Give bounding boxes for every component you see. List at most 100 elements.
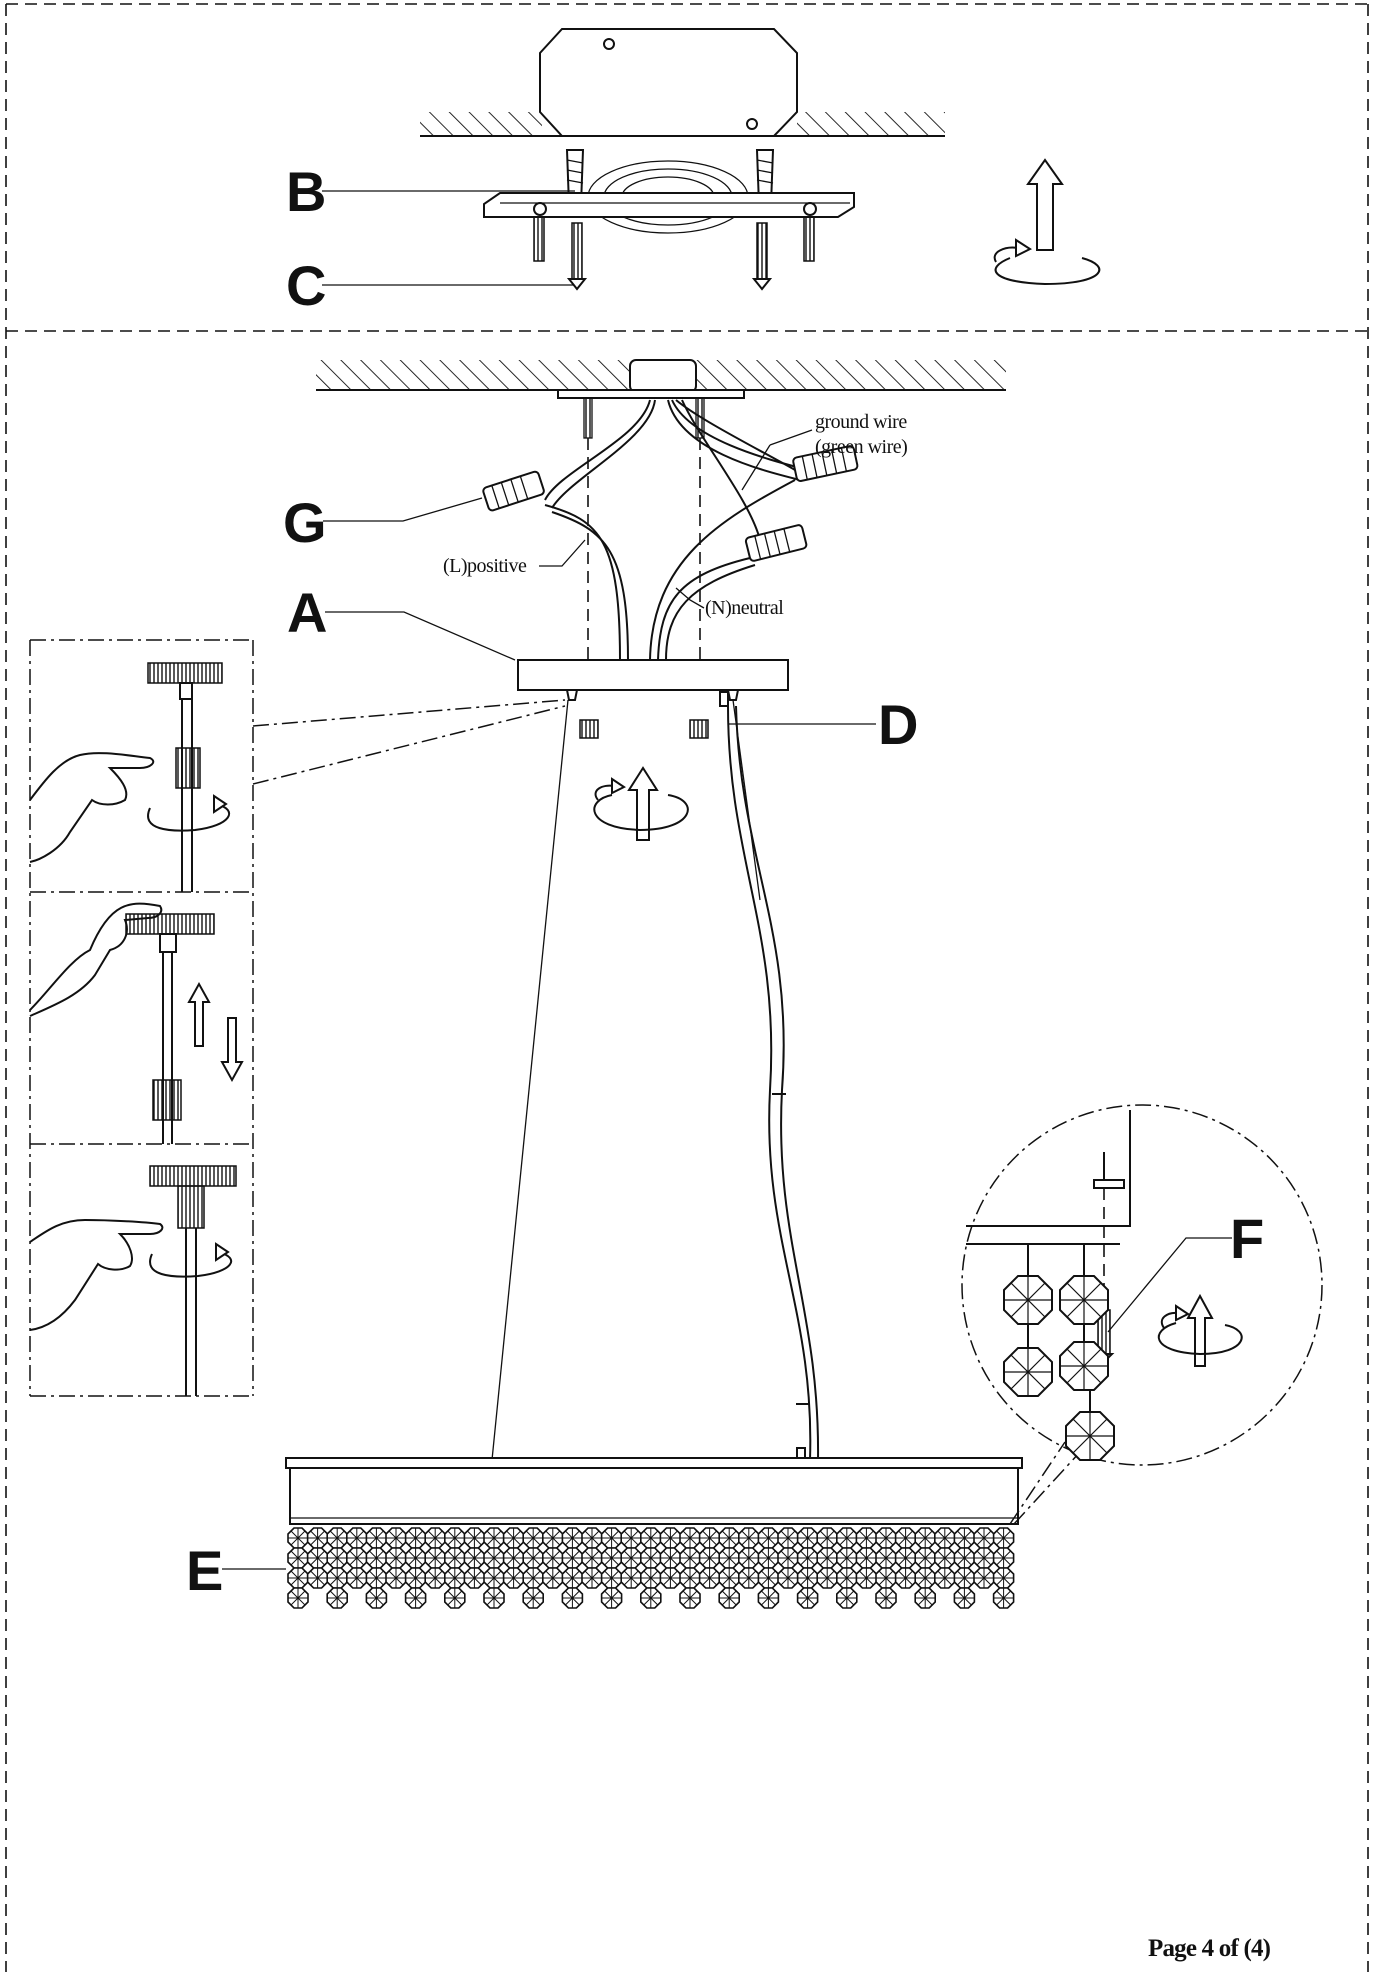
crystal-drop [345,1527,368,1549]
crystal-drop [698,1547,721,1569]
crystal-drop [483,1587,505,1609]
crystal-drop [855,1547,878,1569]
crystal-drop [679,1547,701,1569]
crystal-drop [620,1527,643,1549]
crystal-drop [777,1567,799,1589]
crystal-drop [894,1527,917,1549]
ground-wire-label: ground wire [815,411,907,433]
positive-wire-label: (L)positive [443,555,527,577]
crystal-drop [345,1567,368,1589]
crystal-drop [404,1587,427,1609]
crystal-drop [757,1567,780,1589]
crystal-drop [835,1567,858,1589]
crystal-drop [365,1527,388,1549]
crystal-drop [326,1587,349,1609]
crystal-drop [326,1547,349,1569]
crystal-drop [522,1567,545,1589]
crystal-drop [561,1567,584,1589]
crystal-drop [914,1587,937,1609]
crystal-drop [796,1587,819,1609]
crystal-drop [620,1547,643,1569]
crystal-drop [875,1587,897,1609]
crystal-drop [620,1567,643,1589]
neutral-wire-leader [675,587,705,609]
crystal-drop [345,1547,368,1569]
crystal-drop [385,1547,407,1569]
crystal-drop [581,1547,603,1569]
crystal-drop [522,1527,545,1549]
label-g: G [283,491,327,554]
crystal-drop [463,1527,486,1549]
crystal-drop [502,1567,525,1589]
crystal-drop [424,1547,447,1569]
crystal-drop [659,1527,682,1549]
crystal-drop [679,1587,701,1609]
crystal-drop [933,1547,956,1569]
crystal-drop [718,1527,741,1549]
crystal-drop [483,1527,505,1549]
crystal-drop [992,1527,1015,1549]
label-b: B [286,160,326,223]
crystal-drop [404,1527,427,1549]
crystal-drop [796,1567,819,1589]
crystal-drop [777,1547,799,1569]
green-wire-label-text: (green wire) [815,436,907,458]
crystal-drop [992,1547,1015,1569]
label-f: F [1230,1207,1264,1270]
crystal-drop [365,1547,388,1569]
crystal-drop [639,1587,662,1609]
label-f-leader [1107,1237,1232,1333]
crystal-drop [855,1567,878,1589]
crystal-drop [600,1527,623,1549]
crystal-drop [306,1547,329,1569]
crystal-drop [561,1587,584,1609]
crystal-drop [992,1587,1015,1609]
hanging-adjust-detail [29,639,566,1397]
crystal-drop [581,1527,603,1549]
crystal-drop [463,1567,486,1589]
suspension-cables [491,699,820,1461]
crystal-drop [875,1567,897,1589]
crystal-drop [816,1527,839,1549]
crystal-drop [404,1567,427,1589]
crystal-drop [502,1547,525,1569]
label-e: E [186,1539,223,1602]
label-g-leader [323,497,483,522]
crystal-drop [757,1587,780,1609]
positive-wire-leader [539,539,586,567]
crystal-drop [894,1567,917,1589]
crystal-drop [777,1527,799,1549]
crystal-drop [306,1567,329,1589]
crystal-drop [973,1567,995,1589]
crystal-drop [365,1567,388,1589]
crystal-drop [757,1547,780,1569]
crystal-drop [698,1567,721,1589]
crystal-drop [659,1547,682,1569]
crystal-drop [816,1567,839,1589]
crystal-drop [424,1567,447,1589]
crystal-attach-detail [961,1104,1323,1525]
crystal-drop [561,1547,584,1569]
crystal-drop [541,1567,564,1589]
frame [5,3,1369,1972]
crystal-drop [463,1547,486,1569]
crystal-drop [443,1567,466,1589]
crystal-drop [973,1527,995,1549]
crystal-drop [287,1547,309,1569]
crystal-drop [404,1547,427,1569]
crystal-drop [679,1527,701,1549]
crystal-drop [581,1567,603,1589]
crystal-drop [698,1527,721,1549]
crystal-drop [737,1547,760,1569]
crystal-drop [914,1527,937,1549]
crystal-drop [914,1547,937,1569]
crystal-drop [816,1547,839,1569]
crystal-drop [933,1527,956,1549]
crystal-drop [443,1587,466,1609]
crystal-drop [796,1547,819,1569]
crystal-drop [541,1547,564,1569]
crystal-drop [424,1527,447,1549]
ceiling-mount-detail [420,28,1101,291]
label-d: D [878,693,918,756]
crystal-drop [600,1547,623,1569]
